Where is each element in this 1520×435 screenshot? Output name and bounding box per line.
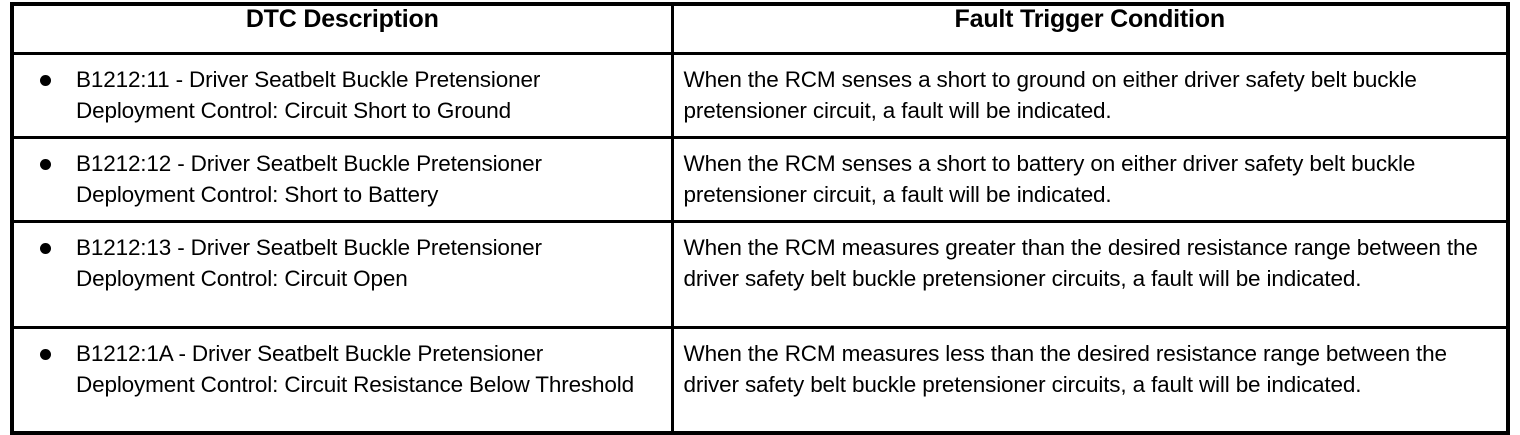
cell-fault-trigger-condition: When the RCM measures greater than the d… xyxy=(670,219,1510,329)
bullet-icon xyxy=(40,348,51,360)
cell-fault-trigger-condition: When the RCM senses a short to ground on… xyxy=(670,51,1510,139)
table-header-row: DTC Description Fault Trigger Condition xyxy=(10,2,1510,55)
fault-trigger-condition-text: When the RCM measures greater than the d… xyxy=(683,234,1478,291)
fault-trigger-condition-text: When the RCM senses a short to ground on… xyxy=(683,66,1417,123)
table-row: B1212:12 - Driver Seatbelt Buckle Preten… xyxy=(10,135,1510,223)
cell-fault-trigger-condition: When the RCM senses a short to battery o… xyxy=(670,135,1510,223)
table-row: B1212:1A - Driver Seatbelt Buckle Preten… xyxy=(10,325,1510,435)
bullet-icon xyxy=(40,158,51,170)
column-header-fault-trigger-condition: Fault Trigger Condition xyxy=(670,2,1510,55)
dtc-description-text: B1212:1A - Driver Seatbelt Buckle Preten… xyxy=(76,340,634,397)
table-row: B1212:11 - Driver Seatbelt Buckle Preten… xyxy=(10,51,1510,139)
cell-dtc-description: B1212:11 - Driver Seatbelt Buckle Preten… xyxy=(10,51,674,139)
dtc-description-text: B1212:11 - Driver Seatbelt Buckle Preten… xyxy=(76,66,541,123)
column-header-dtc-description: DTC Description xyxy=(10,2,674,55)
cell-dtc-description: B1212:1A - Driver Seatbelt Buckle Preten… xyxy=(10,325,674,435)
dtc-table-container: DTC Description Fault Trigger Condition … xyxy=(10,2,1510,435)
dtc-fault-table: DTC Description Fault Trigger Condition … xyxy=(10,2,1510,435)
fault-trigger-condition-text: When the RCM measures less than the desi… xyxy=(683,340,1448,397)
cell-dtc-description: B1212:13 - Driver Seatbelt Buckle Preten… xyxy=(10,219,674,329)
dtc-description-text: B1212:12 - Driver Seatbelt Buckle Preten… xyxy=(76,150,542,207)
fault-trigger-condition-text: When the RCM senses a short to battery o… xyxy=(683,150,1416,207)
cell-dtc-description: B1212:12 - Driver Seatbelt Buckle Preten… xyxy=(10,135,674,223)
table-row: B1212:13 - Driver Seatbelt Buckle Preten… xyxy=(10,219,1510,329)
dtc-description-text: B1212:13 - Driver Seatbelt Buckle Preten… xyxy=(76,234,542,291)
bullet-icon xyxy=(40,74,51,86)
bullet-icon xyxy=(40,242,51,254)
table-header: DTC Description Fault Trigger Condition xyxy=(10,2,1510,55)
table-body: B1212:11 - Driver Seatbelt Buckle Preten… xyxy=(10,51,1510,435)
cell-fault-trigger-condition: When the RCM measures less than the desi… xyxy=(670,325,1510,435)
